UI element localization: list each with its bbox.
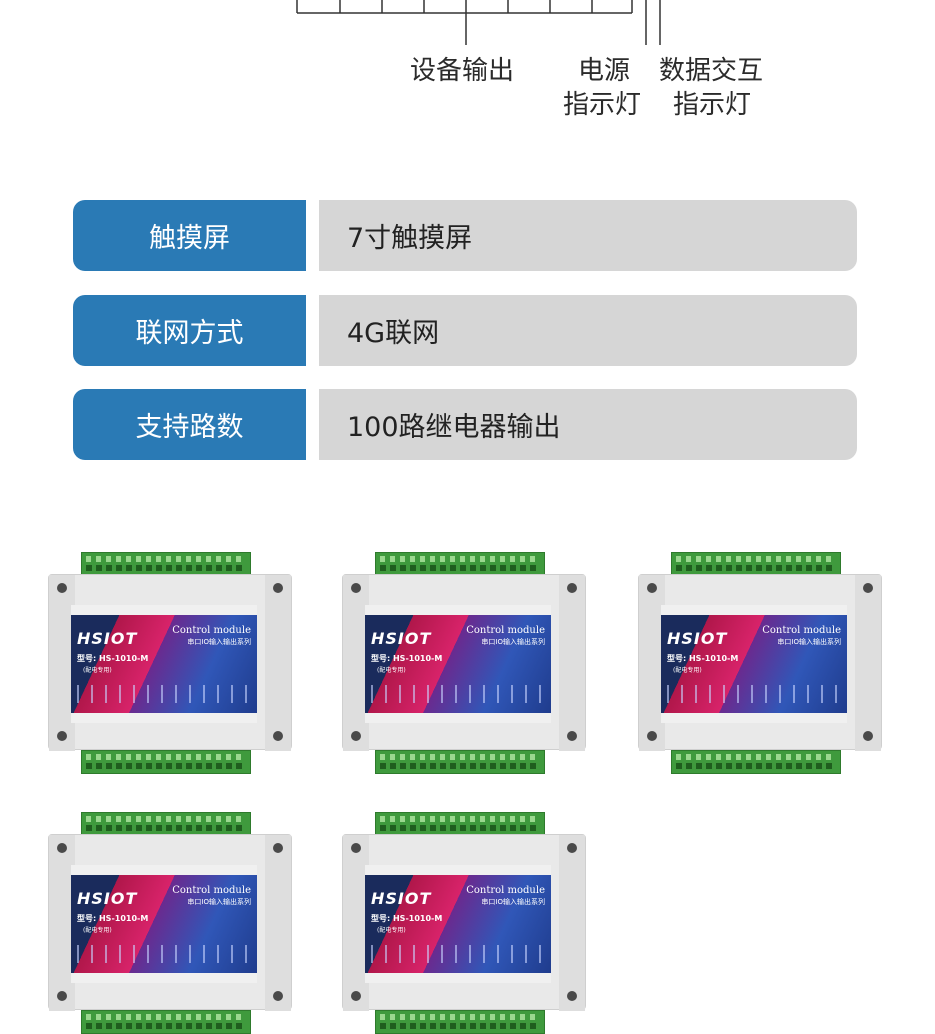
module-housing: HSIOT Control module 串口IO输入输出系列 型号: HS-1… xyxy=(342,574,586,751)
terminal-block-bottom xyxy=(81,750,251,774)
module-title: Control module xyxy=(466,625,545,636)
spec-row-touchscreen: 触摸屏 7寸触摸屏 xyxy=(73,200,857,271)
module-subtitle: 串口IO输入输出系列 xyxy=(777,638,841,646)
module-front-panel: HSIOT Control module 串口IO输入输出系列 型号: HS-1… xyxy=(71,865,257,983)
module-model-note: (配电专用) xyxy=(83,667,112,674)
control-module-image: HSIOT Control module 串口IO输入输出系列 型号: HS-1… xyxy=(638,552,882,774)
module-subtitle: 串口IO输入输出系列 xyxy=(481,898,545,906)
terminal-block-top xyxy=(671,552,841,576)
control-module-image: HSIOT Control module 串口IO输入输出系列 型号: HS-1… xyxy=(342,552,586,774)
module-brand-logo: HSIOT xyxy=(77,889,138,908)
module-brand-logo: HSIOT xyxy=(667,629,728,648)
spec-label: 支持路数 xyxy=(73,389,306,460)
spec-value: 100路继电器输出 xyxy=(319,389,857,460)
terminal-block-bottom xyxy=(375,1010,545,1034)
module-relay-indicators xyxy=(667,685,841,703)
terminal-block-bottom xyxy=(671,750,841,774)
control-module-image: HSIOT Control module 串口IO输入输出系列 型号: HS-1… xyxy=(48,812,292,1034)
module-title: Control module xyxy=(466,885,545,896)
module-brand-logo: HSIOT xyxy=(371,889,432,908)
module-front-panel: HSIOT Control module 串口IO输入输出系列 型号: HS-1… xyxy=(365,865,551,983)
module-model-note: (配电专用) xyxy=(673,667,702,674)
spec-value: 7寸触摸屏 xyxy=(319,200,857,271)
module-subtitle: 串口IO输入输出系列 xyxy=(187,638,251,646)
spec-value: 4G联网 xyxy=(319,295,857,366)
callout-data-indicator: 指示灯 xyxy=(673,90,752,120)
terminal-block-bottom xyxy=(81,1010,251,1034)
terminal-block-top xyxy=(81,812,251,836)
terminal-block-top xyxy=(375,552,545,576)
module-front-panel: HSIOT Control module 串口IO输入输出系列 型号: HS-1… xyxy=(365,605,551,723)
module-model-note: (配电专用) xyxy=(83,927,112,934)
module-subtitle: 串口IO输入输出系列 xyxy=(481,638,545,646)
spec-label: 联网方式 xyxy=(73,295,306,366)
module-subtitle: 串口IO输入输出系列 xyxy=(187,898,251,906)
module-title: Control module xyxy=(172,885,251,896)
module-housing: HSIOT Control module 串口IO输入输出系列 型号: HS-1… xyxy=(638,574,882,751)
module-model: 型号: HS-1010-M xyxy=(77,654,149,663)
spec-row-network: 联网方式 4G联网 xyxy=(73,295,857,366)
module-relay-indicators xyxy=(371,685,545,703)
callout-data-title: 数据交互 xyxy=(659,56,764,86)
control-module-image: HSIOT Control module 串口IO输入输出系列 型号: HS-1… xyxy=(48,552,292,774)
terminal-block-bottom xyxy=(375,750,545,774)
module-model: 型号: HS-1010-M xyxy=(371,914,443,923)
callout-power-title: 电源 xyxy=(578,56,631,86)
module-title: Control module xyxy=(172,625,251,636)
module-model-note: (配电专用) xyxy=(377,927,406,934)
module-model: 型号: HS-1010-M xyxy=(371,654,443,663)
spec-label: 触摸屏 xyxy=(73,200,306,271)
connector-diagram xyxy=(296,0,661,45)
module-relay-indicators xyxy=(77,945,251,963)
module-relay-indicators xyxy=(77,685,251,703)
module-housing: HSIOT Control module 串口IO输入输出系列 型号: HS-1… xyxy=(48,834,292,1011)
control-module-image: HSIOT Control module 串口IO输入输出系列 型号: HS-1… xyxy=(342,812,586,1034)
module-housing: HSIOT Control module 串口IO输入输出系列 型号: HS-1… xyxy=(342,834,586,1011)
terminal-block-top xyxy=(81,552,251,576)
module-brand-logo: HSIOT xyxy=(371,629,432,648)
module-relay-indicators xyxy=(371,945,545,963)
module-brand-logo: HSIOT xyxy=(77,629,138,648)
callout-device-output: 设备输出 xyxy=(410,56,515,86)
module-housing: HSIOT Control module 串口IO输入输出系列 型号: HS-1… xyxy=(48,574,292,751)
module-model: 型号: HS-1010-M xyxy=(667,654,739,663)
spec-row-channels: 支持路数 100路继电器输出 xyxy=(73,389,857,460)
module-title: Control module xyxy=(762,625,841,636)
module-model-note: (配电专用) xyxy=(377,667,406,674)
module-front-panel: HSIOT Control module 串口IO输入输出系列 型号: HS-1… xyxy=(71,605,257,723)
module-model: 型号: HS-1010-M xyxy=(77,914,149,923)
terminal-block-top xyxy=(375,812,545,836)
callout-power-indicator: 指示灯 xyxy=(563,90,642,120)
module-front-panel: HSIOT Control module 串口IO输入输出系列 型号: HS-1… xyxy=(661,605,847,723)
